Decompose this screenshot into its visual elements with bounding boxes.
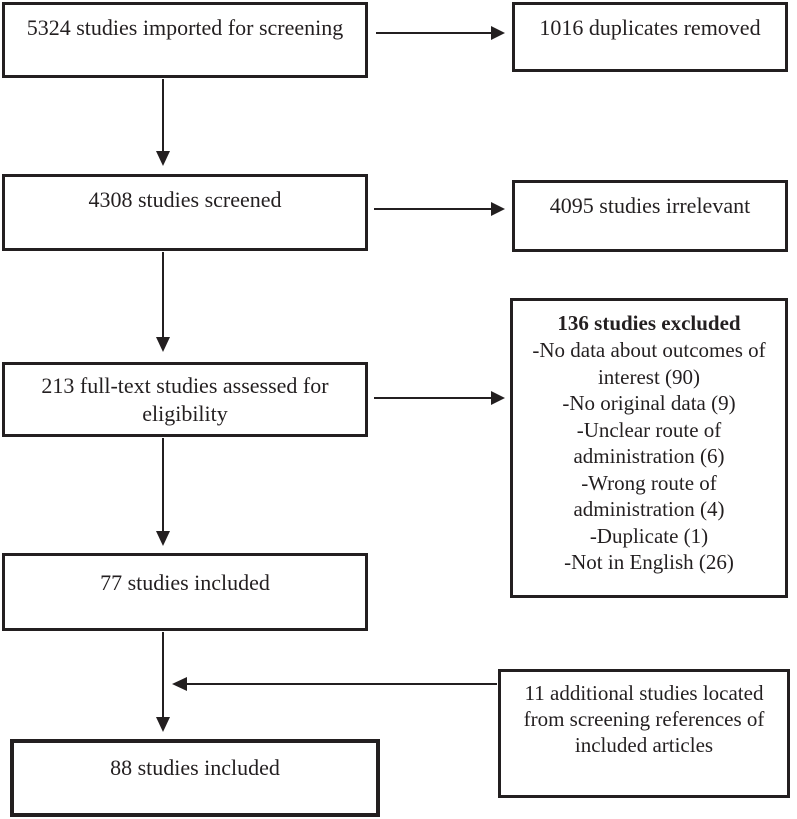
box-studies-excluded: 136 studies excluded -No data about outc… bbox=[510, 298, 788, 598]
arrow-fulltext-to-included77 bbox=[156, 438, 170, 546]
arrow-fulltext-to-excluded bbox=[374, 391, 505, 405]
arrow-imported-to-screened bbox=[156, 79, 170, 166]
arrow-included77-to-included88 bbox=[156, 632, 170, 732]
box-fulltext-assessed: 213 full-text studies assessed for eligi… bbox=[2, 362, 368, 437]
box-studies-included-77: 77 studies included bbox=[2, 553, 368, 631]
arrow-imported-to-duplicates bbox=[376, 26, 505, 40]
studies-irrelevant-label: 4095 studies irrelevant bbox=[549, 193, 751, 218]
excluded-reason: -Duplicate (1) bbox=[589, 523, 709, 548]
box-additional-studies: 11 additional studies located from scree… bbox=[498, 669, 790, 798]
box-studies-included-88: 88 studies included bbox=[10, 739, 380, 817]
studies-screened-label: 4308 studies screened bbox=[88, 187, 282, 212]
box-studies-imported: 5324 studies imported for screening bbox=[2, 2, 368, 78]
studies-included-77-label: 77 studies included bbox=[100, 570, 270, 595]
studies-excluded-title: 136 studies excluded bbox=[557, 311, 741, 335]
duplicates-removed-label: 1016 duplicates removed bbox=[539, 15, 761, 40]
studies-imported-label: 5324 studies imported for screening bbox=[26, 15, 344, 40]
excluded-reason: -No data about outcomes of interest (90) bbox=[532, 338, 766, 389]
studies-included-88-label: 88 studies included bbox=[110, 755, 280, 780]
fulltext-assessed-label: 213 full-text studies assessed for eligi… bbox=[41, 373, 329, 426]
excluded-reason: -Not in English (26) bbox=[564, 550, 734, 574]
box-studies-irrelevant: 4095 studies irrelevant bbox=[512, 180, 788, 252]
excluded-reason: -Wrong route of administration (4) bbox=[573, 470, 725, 522]
arrow-screened-to-fulltext bbox=[156, 252, 170, 352]
box-duplicates-removed: 1016 duplicates removed bbox=[512, 2, 788, 72]
additional-studies-label: 11 additional studies located from scree… bbox=[523, 681, 765, 757]
excluded-reason: -Unclear route of administration (6) bbox=[573, 417, 725, 469]
arrow-additional-to-merge bbox=[172, 677, 497, 691]
excluded-reason: -No original data (9) bbox=[562, 391, 736, 415]
arrow-screened-to-irrelevant bbox=[374, 202, 505, 216]
box-studies-screened: 4308 studies screened bbox=[2, 174, 368, 251]
